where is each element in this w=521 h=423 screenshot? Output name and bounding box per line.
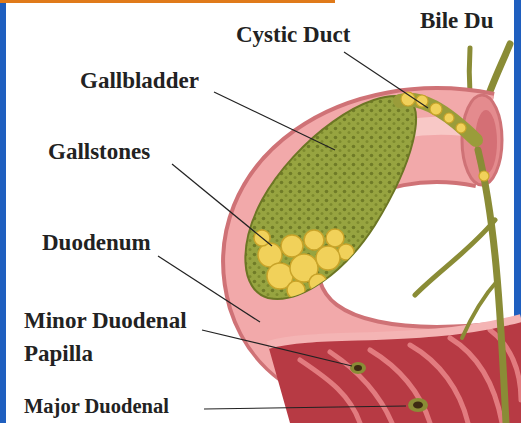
part-label: Gallstones — [48, 137, 150, 167]
part-label: Minor Duodenal Papilla — [24, 304, 229, 370]
part-label: Bile Du — [420, 6, 493, 36]
gallstones — [254, 229, 354, 299]
leader-line — [158, 52, 428, 409]
frame-bar — [0, 0, 6, 423]
gallbladder — [245, 96, 416, 299]
part-label: Duodenum — [42, 228, 151, 258]
frame-bar — [0, 0, 335, 3]
part-label: Major Duodenal — [24, 391, 169, 421]
bile-duct — [415, 150, 506, 423]
part-label: Cystic Duct — [236, 20, 350, 50]
part-label: Gallbladder — [80, 66, 199, 96]
cystic-duct — [400, 92, 489, 181]
